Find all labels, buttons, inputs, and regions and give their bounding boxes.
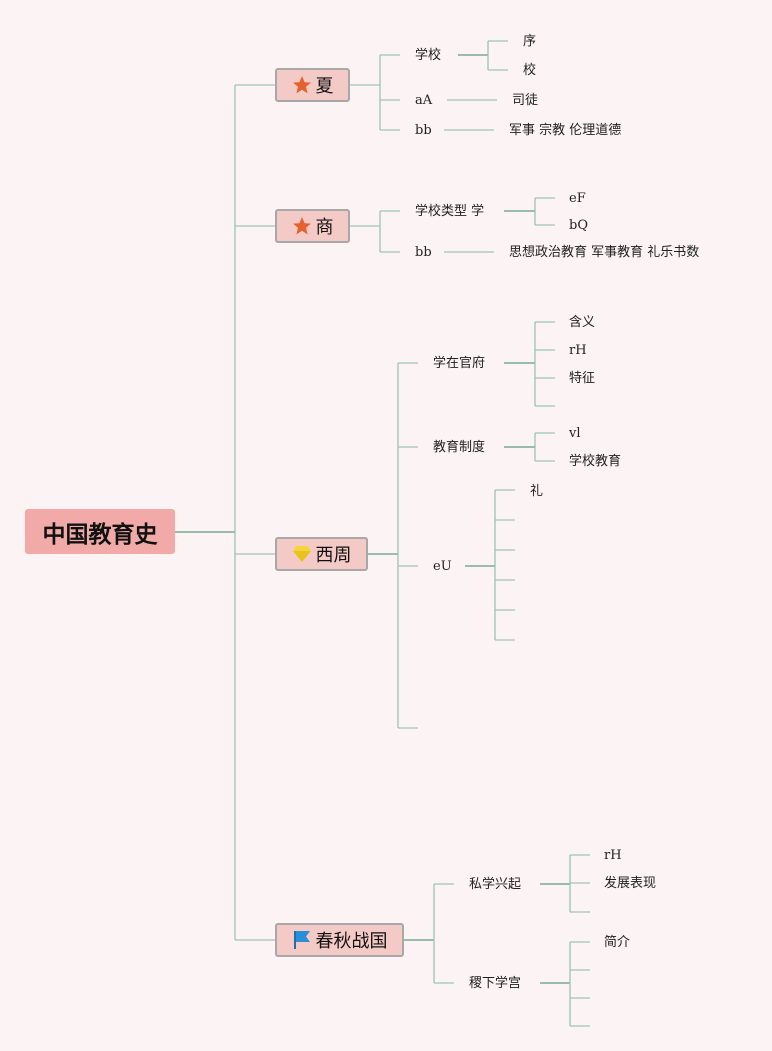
star-icon: [292, 217, 311, 235]
node-jiaoyuzhidu[interactable]: 教育制度: [433, 440, 486, 455]
leaf-tezheng[interactable]: 特征: [569, 371, 596, 386]
branch-label: 商: [315, 217, 334, 238]
branch-shang[interactable]: 商: [275, 209, 350, 243]
leaf-hanyi[interactable]: 含义: [569, 315, 596, 330]
leaf-fazhanbiaoxian[interactable]: 发展表现: [604, 876, 657, 891]
leaf-xia-content[interactable]: 军事 宗教 伦理道德: [509, 123, 622, 138]
star-icon: [292, 76, 311, 94]
node-shang-school-type[interactable]: 学校类型 学: [415, 204, 485, 219]
node-eu[interactable]: eU: [433, 559, 452, 574]
node-xuezaiguanfu[interactable]: 学在官府: [433, 356, 486, 371]
branch-label: 夏: [315, 76, 334, 97]
leaf-rh[interactable]: rH: [569, 343, 587, 358]
leaf-xiao[interactable]: 校: [523, 63, 537, 78]
flag-icon: [293, 931, 310, 949]
leaf-li[interactable]: 礼: [530, 484, 544, 499]
leaf-bq[interactable]: bQ: [569, 218, 588, 233]
leaf-jianjie[interactable]: 简介: [604, 935, 631, 950]
leaf-xuexiaojiaoyu[interactable]: 学校教育: [569, 454, 622, 469]
leaf-shang-content[interactable]: 思想政治教育 军事教育 礼乐书数: [509, 245, 700, 260]
node-xia-bb[interactable]: bb: [415, 123, 432, 138]
gem-icon: [292, 546, 311, 562]
branch-xizhou[interactable]: 西周: [275, 537, 368, 571]
branch-label: 西周: [315, 545, 352, 566]
leaf-vl[interactable]: vl: [569, 426, 581, 441]
branch-chunqiu-zhanguo[interactable]: 春秋战国: [275, 923, 404, 957]
node-xia-school[interactable]: 学校: [415, 48, 442, 63]
leaf-ef[interactable]: eF: [569, 191, 586, 206]
node-jixiaxuegong[interactable]: 稷下学宫: [469, 976, 522, 991]
leaf-rh-2[interactable]: rH: [604, 848, 622, 863]
leaf-xu[interactable]: 序: [523, 34, 537, 49]
node-shang-bb[interactable]: bb: [415, 245, 432, 260]
branch-xia[interactable]: 夏: [275, 68, 350, 102]
root-topic[interactable]: 中国教育史: [25, 509, 175, 554]
root-title: 中国教育史: [42, 521, 158, 548]
branch-label: 春秋战国: [315, 931, 388, 952]
leaf-situ[interactable]: 司徒: [512, 93, 539, 108]
node-sixuexingqi[interactable]: 私学兴起: [469, 877, 522, 892]
node-xia-aa[interactable]: aA: [415, 93, 433, 108]
